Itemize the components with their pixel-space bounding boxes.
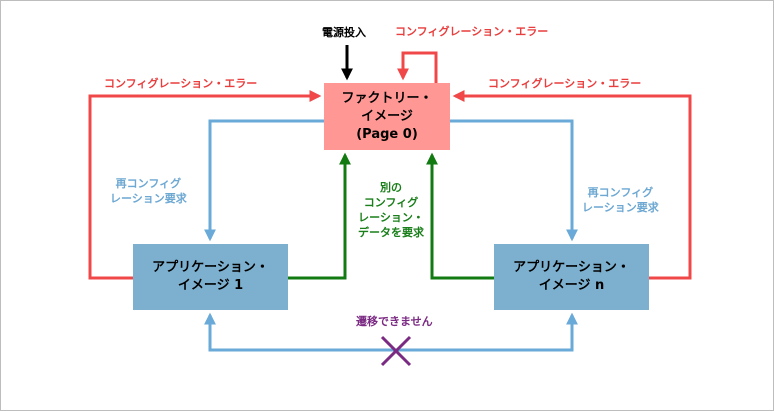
other-config-line2: コンフィグ — [363, 196, 419, 209]
factory-image-line1: ファクトリー・ — [341, 90, 433, 106]
other-config-left-arrow — [288, 152, 351, 280]
application-image-1-box: アプリケーション・ イメージ 1 — [133, 244, 288, 310]
other-config-line3: レーション・ — [358, 211, 424, 224]
no-transition-cross-icon — [380, 335, 412, 367]
other-config-label: 別の コンフィグ レーション・ データを要求 — [352, 180, 430, 240]
application-image-n-box: アプリケーション・ イメージ n — [494, 244, 649, 310]
application-image-1-line2: イメージ 1 — [177, 278, 244, 293]
no-transition-arrow — [204, 312, 578, 352]
application-image-n-line2: イメージ n — [538, 278, 605, 293]
factory-image-box: ファクトリー・ イメージ (Page 0) — [324, 83, 450, 150]
other-config-line4: データを要求 — [358, 226, 424, 239]
reconfig-right-line2: レーション要求 — [582, 201, 659, 214]
factory-image-line3: (Page 0) — [356, 126, 418, 142]
application-image-1-line1: アプリケーション・ — [152, 260, 269, 275]
config-error-right-label: コンフィグレーション・エラー — [488, 77, 642, 90]
config-error-self-loop — [397, 51, 438, 83]
no-transition-label: 遷移できません — [356, 315, 433, 328]
config-error-left-arrow — [88, 90, 322, 280]
power-on-label: 電源投入 — [322, 26, 366, 39]
reconfig-left-line1: 再コンフィグ — [115, 177, 182, 190]
config-error-top-label: コンフィグレーション・エラー — [395, 25, 549, 38]
other-config-line1: 別の — [380, 181, 402, 194]
reconfig-right-line1: 再コンフィグ — [587, 186, 654, 199]
reconfig-left-arrow — [204, 119, 324, 242]
reconfig-right-arrow — [450, 119, 578, 242]
other-config-right-arrow — [426, 152, 494, 280]
reconfig-left-line2: レーション要求 — [110, 192, 187, 205]
reconfig-left-label: 再コンフィグ レーション要求 — [110, 176, 187, 206]
application-image-n-line1: アプリケーション・ — [513, 260, 630, 275]
factory-image-line2: イメージ — [361, 108, 413, 124]
reconfig-right-label: 再コンフィグ レーション要求 — [582, 185, 659, 215]
config-error-left-label: コンフィグレーション・エラー — [104, 77, 258, 90]
config-error-right-arrow — [452, 90, 692, 280]
